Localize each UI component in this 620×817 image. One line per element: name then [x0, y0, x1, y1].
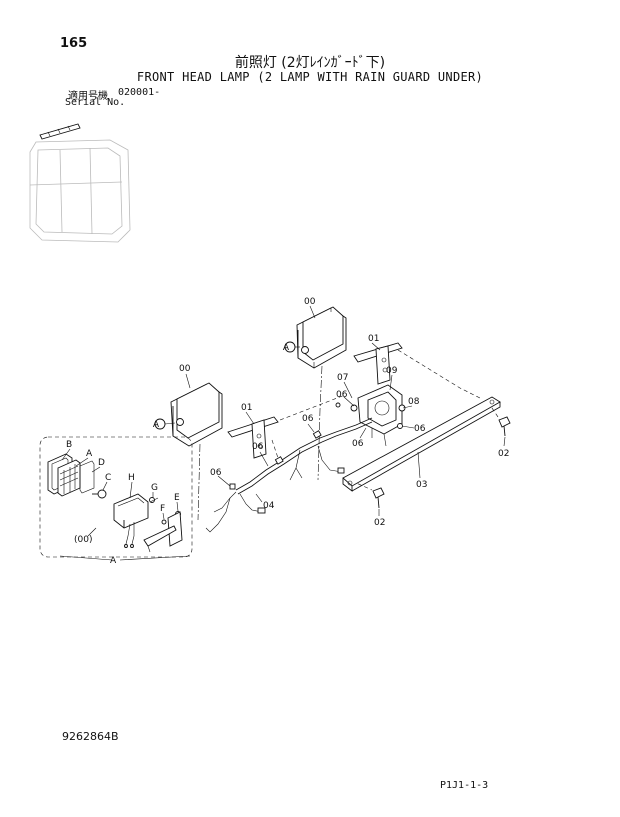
inset-label-h: H — [128, 473, 135, 483]
callout-06-c: 06 — [414, 424, 426, 434]
ref-label-a-lower: A — [153, 420, 160, 430]
bracket-upper — [353, 342, 403, 385]
callout-03: 03 — [416, 480, 427, 490]
bolt-left — [372, 487, 385, 509]
serial-label-japanese: 適用号機 — [68, 91, 108, 102]
callout-02-left: 02 — [374, 518, 385, 528]
page-code: P1J1-1-3 — [440, 780, 489, 791]
detail-inset-a — [39, 436, 193, 558]
inset-label-e: E — [174, 493, 180, 503]
callout-06-e: 06 — [302, 414, 314, 424]
callout-06-b: 06 — [352, 439, 364, 449]
serial-label-english: Serial No. — [65, 97, 126, 108]
mounting-bar — [342, 396, 501, 492]
title-english: FRONT HEAD LAMP (2 LAMP WITH RAIN GUARD … — [136, 70, 484, 84]
page-number: 165 — [60, 36, 88, 51]
callout-06-a: 06 — [336, 390, 348, 400]
serial-value: 020001- — [118, 87, 161, 98]
callout-04: 04 — [263, 501, 275, 511]
inset-group-label: (00) — [74, 535, 92, 545]
ref-label-a-upper: A — [283, 343, 290, 353]
callout-01-lower: 01 — [241, 403, 252, 413]
inset-label-d: D — [98, 458, 105, 468]
inset-label-a: A — [86, 449, 93, 459]
head-lamp-lower — [154, 382, 223, 447]
title-japanese: 前照灯 (2灯ﾚｲﾝｶﾞｰﾄﾞ下) — [234, 55, 386, 71]
bracket-lower — [227, 416, 279, 459]
cab-location-thumbnail — [29, 123, 131, 243]
inset-label-b: B — [66, 440, 72, 450]
callout-00-upper: 00 — [304, 297, 316, 307]
callout-00-lower: 00 — [179, 364, 191, 374]
clamp-assembly — [335, 384, 406, 447]
inset-label-f: F — [160, 504, 165, 514]
document-number: 9262864B — [62, 730, 119, 743]
callout-06-f: 06 — [210, 468, 222, 478]
callout-07: 07 — [337, 373, 348, 383]
callout-02-right: 02 — [498, 449, 509, 459]
inset-title: A — [110, 556, 117, 566]
callout-01-upper: 01 — [368, 334, 379, 344]
callout-08: 08 — [408, 397, 420, 407]
wiring-harness — [205, 417, 373, 533]
inset-label-g: G — [151, 483, 158, 493]
callout-06-d: 06 — [252, 442, 264, 452]
callout-09: 09 — [386, 366, 398, 376]
inset-label-c: C — [105, 473, 111, 483]
bolt-right — [498, 416, 511, 437]
head-lamp-upper — [284, 306, 347, 369]
